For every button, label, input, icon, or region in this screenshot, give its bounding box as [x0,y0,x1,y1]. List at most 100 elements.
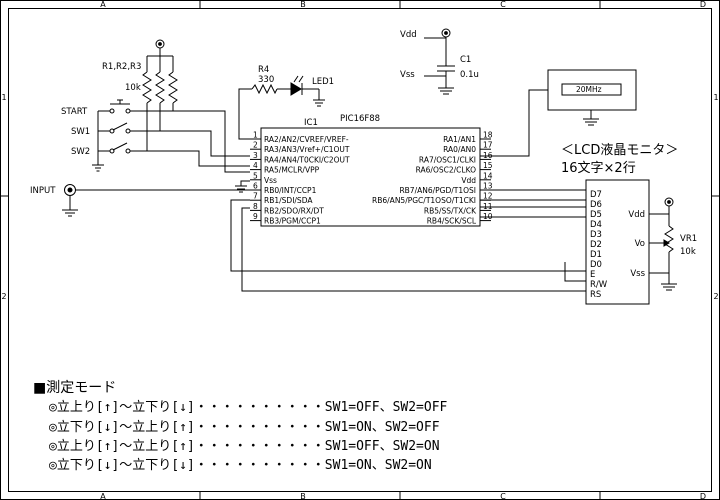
ic1-pin-name: RB2/SDO/RX/DT [264,206,324,215]
input-label: INPUT [30,186,56,196]
resistor-network-r1-r3 [142,56,178,151]
ic1-pin-number: 1 [253,131,258,140]
frame-col-b-top: B [300,0,306,9]
frame-col-c-bottom: C [500,492,506,500]
ic1-pin-name: RB1/SDI/SDA [264,196,313,205]
ic1-pin-number: 12 [483,192,493,201]
frame-col-d-top: D [700,0,706,9]
frame-col-a-top: A [100,0,106,9]
ic1-pin-number: 14 [483,171,493,180]
ic1-pin-name: RB3/PGM/CCP1 [264,217,321,226]
ic1-pin-name: RA5/MCLR/VPP [264,166,320,175]
supply-vdd-label: Vdd [400,30,417,40]
c1-ref: C1 [460,55,471,65]
ic1-pin-number: 3 [253,151,258,160]
notes-line-3: ◎立上り[↑]～立上り[↑]・・・・・・・・・・SW1=OFF、SW2=ON [49,439,440,454]
lcd-pin-label: E [590,270,595,280]
sw1-label: SW1 [71,127,90,137]
sw1-switch [109,122,131,134]
ic-vss-ground [235,180,250,193]
vr1-ref: VR1 [680,234,697,244]
ic1-pin-number: 6 [253,182,258,191]
notes-line-2: ◎立下り[↓]～立上り[↑]・・・・・・・・・・SW1=ON、SW2=OFF [49,420,440,435]
frame-row-1-left: 1 [1,93,6,102]
lcd-pin-label: D2 [590,240,602,250]
ic1-pin-name: RB5/SS/TX/CK [424,206,477,215]
ic1-pin-name: Vdd [461,176,476,185]
lcd-pin-label: Vo [635,239,645,249]
lcd-pin-label: D6 [590,200,602,210]
lcd-pin-label: D1 [590,250,602,260]
ic1-part: PIC16F88 [340,114,380,124]
ic1-pin-number: 18 [483,131,493,140]
ic1-pin-number: 9 [253,212,258,221]
ic1-pin-number: 2 [253,141,258,150]
vr1-value: 10k [680,247,696,257]
lcd-pin-label: RS [590,290,601,300]
lcd-body [585,179,650,305]
ic1-pin-number: 17 [483,141,493,150]
measurement-mode-notes: ■測定モード ◎立上り[↑]～立下り[↓]・・・・・・・・・・SW1=OFF、S… [33,380,448,473]
frame-col-b-bottom: B [300,492,306,500]
notes-line-4: ◎立下り[↓]～立下り[↓]・・・・・・・・・・SW1=ON、SW2=ON [49,458,432,473]
ic1-pin-name: RB4/SCK/SCL [427,217,477,226]
supply-vss-label: Vss [400,70,415,80]
ic1-pin-name: RA1/AN1 [443,135,476,144]
ic1-pin-number: 5 [253,171,258,180]
switch-wiring [92,110,250,173]
ic1-pin-name: RA0/AN0 [443,145,476,154]
ic1-pin-number: 13 [483,182,493,191]
pullup-vdd-symbol [147,39,173,57]
lcd-subtitle: 16文字×2行 [561,161,636,176]
ic1-left-pins: 1 RA2/AN2/CVREF/VREF- 2 RA3/AN3/Vref+/C1OUT… [250,131,350,226]
lcd-pin-label: D7 [590,190,602,200]
ic1-pin-name: RA2/AN2/CVREF/VREF- [264,135,349,144]
lcd-pin-label: D0 [590,260,602,270]
input-connector [62,184,250,217]
lcd-title: ＜LCD液晶モニタ＞ [561,143,678,158]
ic1-pin-name: RA7/OSC1/CLKI [419,155,476,164]
ic1-body [260,127,481,227]
ic1-pin-number: 16 [483,151,493,160]
lcd-pin-label: Vdd [628,210,645,220]
ic1-pin-name: RA6/OSC2/CLKO [416,166,476,175]
lcd-pin-label: D4 [590,220,602,230]
ic1-pin-name: Vss [264,176,277,185]
ic1-pin-number: 8 [253,202,258,211]
frame-row-2-left: 2 [1,292,6,301]
ic1-pin-name: RB6/AN5/PGC/T1OSO/T1CKI [372,196,476,205]
led1-ref: LED1 [312,77,334,87]
lcd-pin-label: Vss [630,269,645,279]
sw2-switch [109,142,131,154]
crystal-value: 20MHz [576,85,602,94]
crystal-resonator [480,69,637,157]
c1-decoupling [424,28,455,95]
frame-col-a-bottom: A [100,492,106,500]
sw2-label: SW2 [71,147,90,157]
frame-col-c-top: C [500,0,506,9]
ic1-pin-name: RA4/AN4/T0CKI/C2OUT [264,155,350,164]
ic1-ref: IC1 [304,118,318,128]
start-switch [109,99,131,114]
frame-row-1-right: 1 [713,93,718,102]
ic1-pin-name: RA3/AN3/Vref+/C1OUT [264,145,350,154]
ic1-right-pins: 18RA1/AN117RA0/AN016RA7/OSC1/CLKI15RA6/O… [372,131,493,226]
lcd-pin-label: D5 [590,210,602,220]
r4-value: 330 [258,75,274,85]
lcd-pin-label: D3 [590,230,602,240]
lcd-pin-label: R/W [590,280,608,290]
ic-to-lcd-bus [230,189,586,292]
resistor-network-value: 10k [125,83,141,93]
resistor-network-ref: R1,R2,R3 [102,62,141,72]
frame-col-d-bottom: D [700,492,706,500]
ic1-pin-name: RB7/AN6/PGD/T1OSI [399,186,476,195]
vr1-contrast [649,197,677,291]
notes-title: ■測定モード [33,380,116,396]
ic1-pin-name: RB0/INT/CCP1 [264,186,317,195]
r4-ref: R4 [258,65,269,75]
r4-led-branch [238,75,325,140]
ic1-pin-number: 4 [253,161,258,170]
start-label: START [61,107,88,117]
